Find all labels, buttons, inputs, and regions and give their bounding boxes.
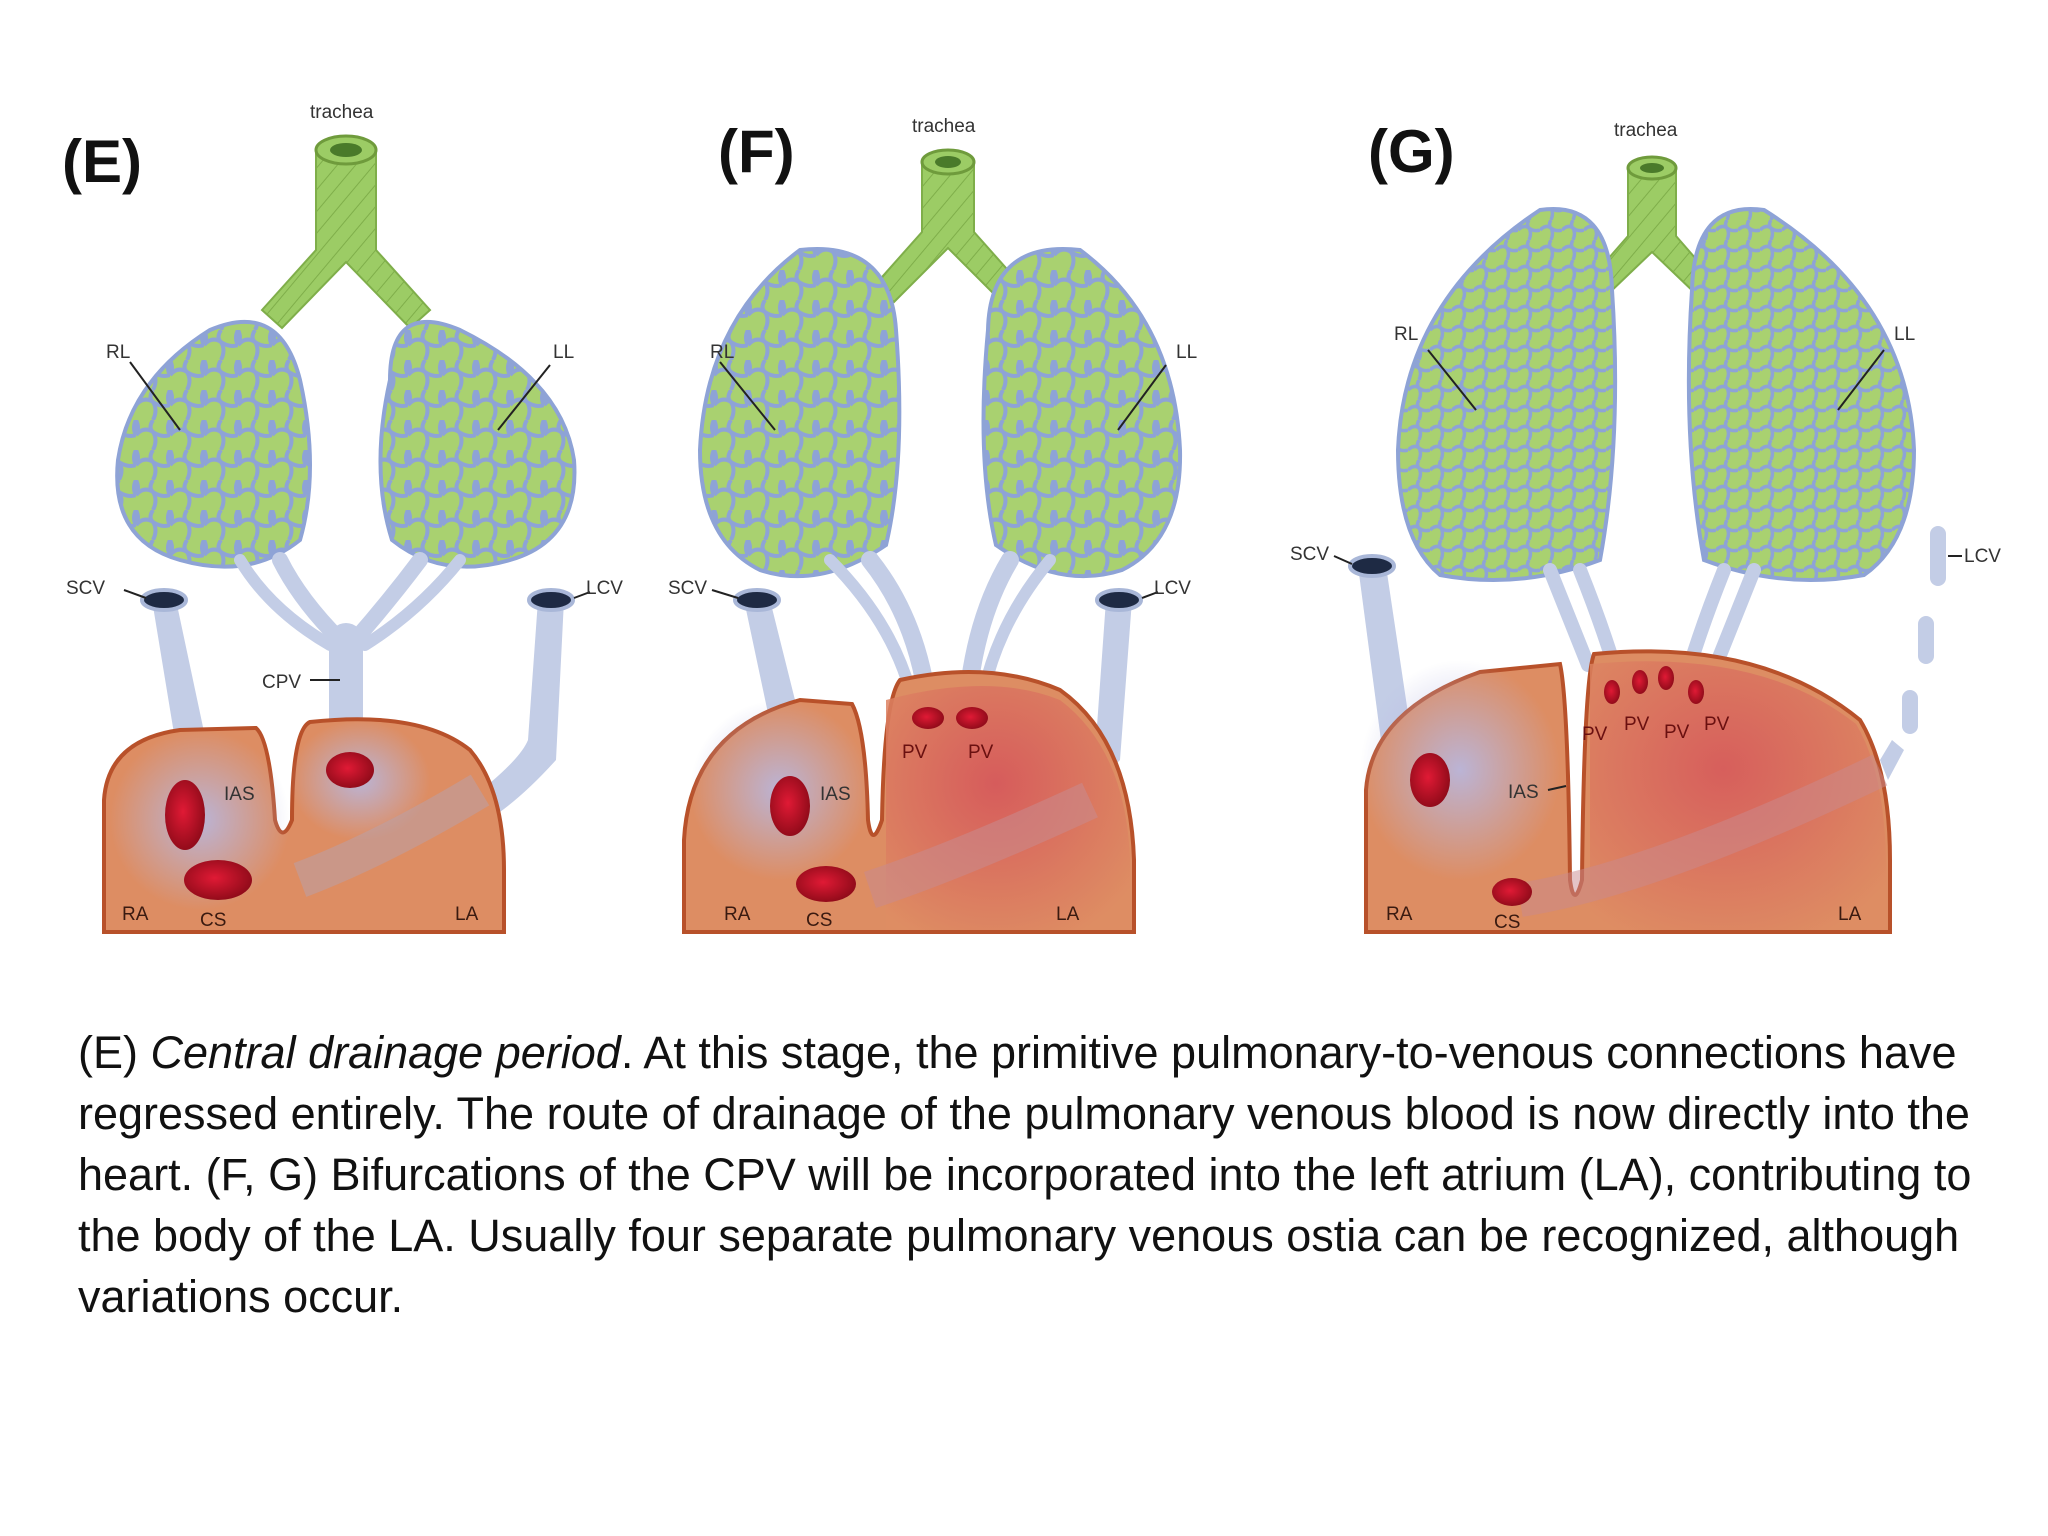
atria-e: IAS RA CS LA (102, 717, 506, 934)
ostium-g-pv3 (1658, 666, 1674, 690)
lcv-label-e: LCV (586, 578, 623, 599)
caption-lead: (E) (78, 1027, 151, 1078)
ostium-f-2 (796, 866, 856, 902)
trachea-f: trachea (872, 116, 1024, 304)
trachea-e: trachea (260, 102, 432, 330)
ra-label-f: RA (724, 904, 751, 925)
ostium-g-1 (1410, 753, 1450, 807)
ll-label-e: LL (553, 342, 574, 363)
ias-label-f: IAS (820, 784, 851, 805)
rl-label-e: RL (106, 342, 130, 363)
embryology-figure: (E) trachea RL LL CPV SCV (62, 102, 2001, 934)
scv-label-g: SCV (1290, 544, 1329, 565)
panel-letter-g: (G) (1368, 118, 1455, 185)
pulmonary-veins-g (1543, 563, 1761, 672)
cpv-e (234, 552, 466, 737)
figure-caption: (E) Central drainage period. At this sta… (78, 1022, 2038, 1327)
caption-italic-term: Central drainage period (150, 1027, 621, 1078)
right-lung-g (1395, 207, 1618, 582)
left-lung-e (378, 319, 577, 569)
ll-label-g: LL (1894, 324, 1915, 345)
scv-label-e: SCV (66, 578, 105, 599)
panel-letter-e: (E) (62, 128, 142, 195)
rl-label-g: RL (1394, 324, 1418, 345)
pv1-label-g: PV (1582, 724, 1608, 745)
cs-label-f: CS (806, 910, 832, 931)
ra-label-e: RA (122, 904, 149, 925)
panel-e: (E) trachea RL LL CPV SCV (62, 102, 623, 934)
ostium-g-pv4 (1688, 680, 1704, 704)
trachea-label-g: trachea (1614, 120, 1678, 141)
right-lung-e (115, 319, 312, 569)
scv-e: SCV (66, 578, 210, 770)
ostium-e-2 (184, 860, 252, 900)
ias-label-e: IAS (224, 784, 255, 805)
cs-label-g: CS (1494, 912, 1520, 933)
atria-g: PV PV PV PV IAS RA CS LA (1360, 649, 1892, 934)
cpv-label-e: CPV (262, 672, 301, 693)
scv-label-f: SCV (668, 578, 707, 599)
pv4-label-g: PV (1704, 714, 1730, 735)
lcv-label-f: LCV (1154, 578, 1191, 599)
caption-body: . At this stage, the primitive pulmonary… (78, 1027, 1972, 1322)
lcv-e: LCV (474, 578, 623, 820)
lcv-g: LCV (1880, 526, 2001, 780)
ostium-f-1 (770, 776, 810, 836)
ostium-g-pv1 (1604, 680, 1620, 704)
left-lung-f (981, 247, 1183, 579)
ostium-e-cpv (326, 752, 374, 788)
ostium-e-1 (165, 780, 205, 850)
pv3-label-g: PV (1664, 722, 1690, 743)
pulmonary-veins-f (824, 551, 1056, 696)
atria-f: PV PV IAS RA CS LA (682, 670, 1136, 934)
trachea-label-e: trachea (310, 102, 374, 123)
left-lung-g (1686, 207, 1917, 582)
rl-label-f: RL (710, 342, 734, 363)
ostium-g-2 (1492, 878, 1532, 906)
trachea-label-f: trachea (912, 116, 976, 137)
ias-label-g: IAS (1508, 782, 1539, 803)
ll-label-f: LL (1176, 342, 1197, 363)
pv2-label-g: PV (1624, 714, 1650, 735)
pv2-label-f: PV (968, 742, 994, 763)
la-label-e: LA (455, 904, 479, 925)
panel-letter-f: (F) (718, 118, 795, 185)
pv1-label-f: PV (902, 742, 928, 763)
right-lung-f (697, 247, 902, 579)
ostium-f-pv1 (912, 707, 944, 729)
cs-label-e: CS (200, 910, 226, 931)
ostium-f-pv2 (956, 707, 988, 729)
ostium-g-pv2 (1632, 670, 1648, 694)
lcv-label-g: LCV (1964, 546, 2001, 567)
panel-g: (G) trachea RL LL SCV (1290, 118, 2001, 934)
trachea-g: trachea (1586, 120, 1718, 298)
panel-f: (F) trachea RL LL SCV LC (668, 116, 1197, 934)
la-label-g: LA (1838, 904, 1862, 925)
ra-label-g: RA (1386, 904, 1413, 925)
la-label-f: LA (1056, 904, 1080, 925)
